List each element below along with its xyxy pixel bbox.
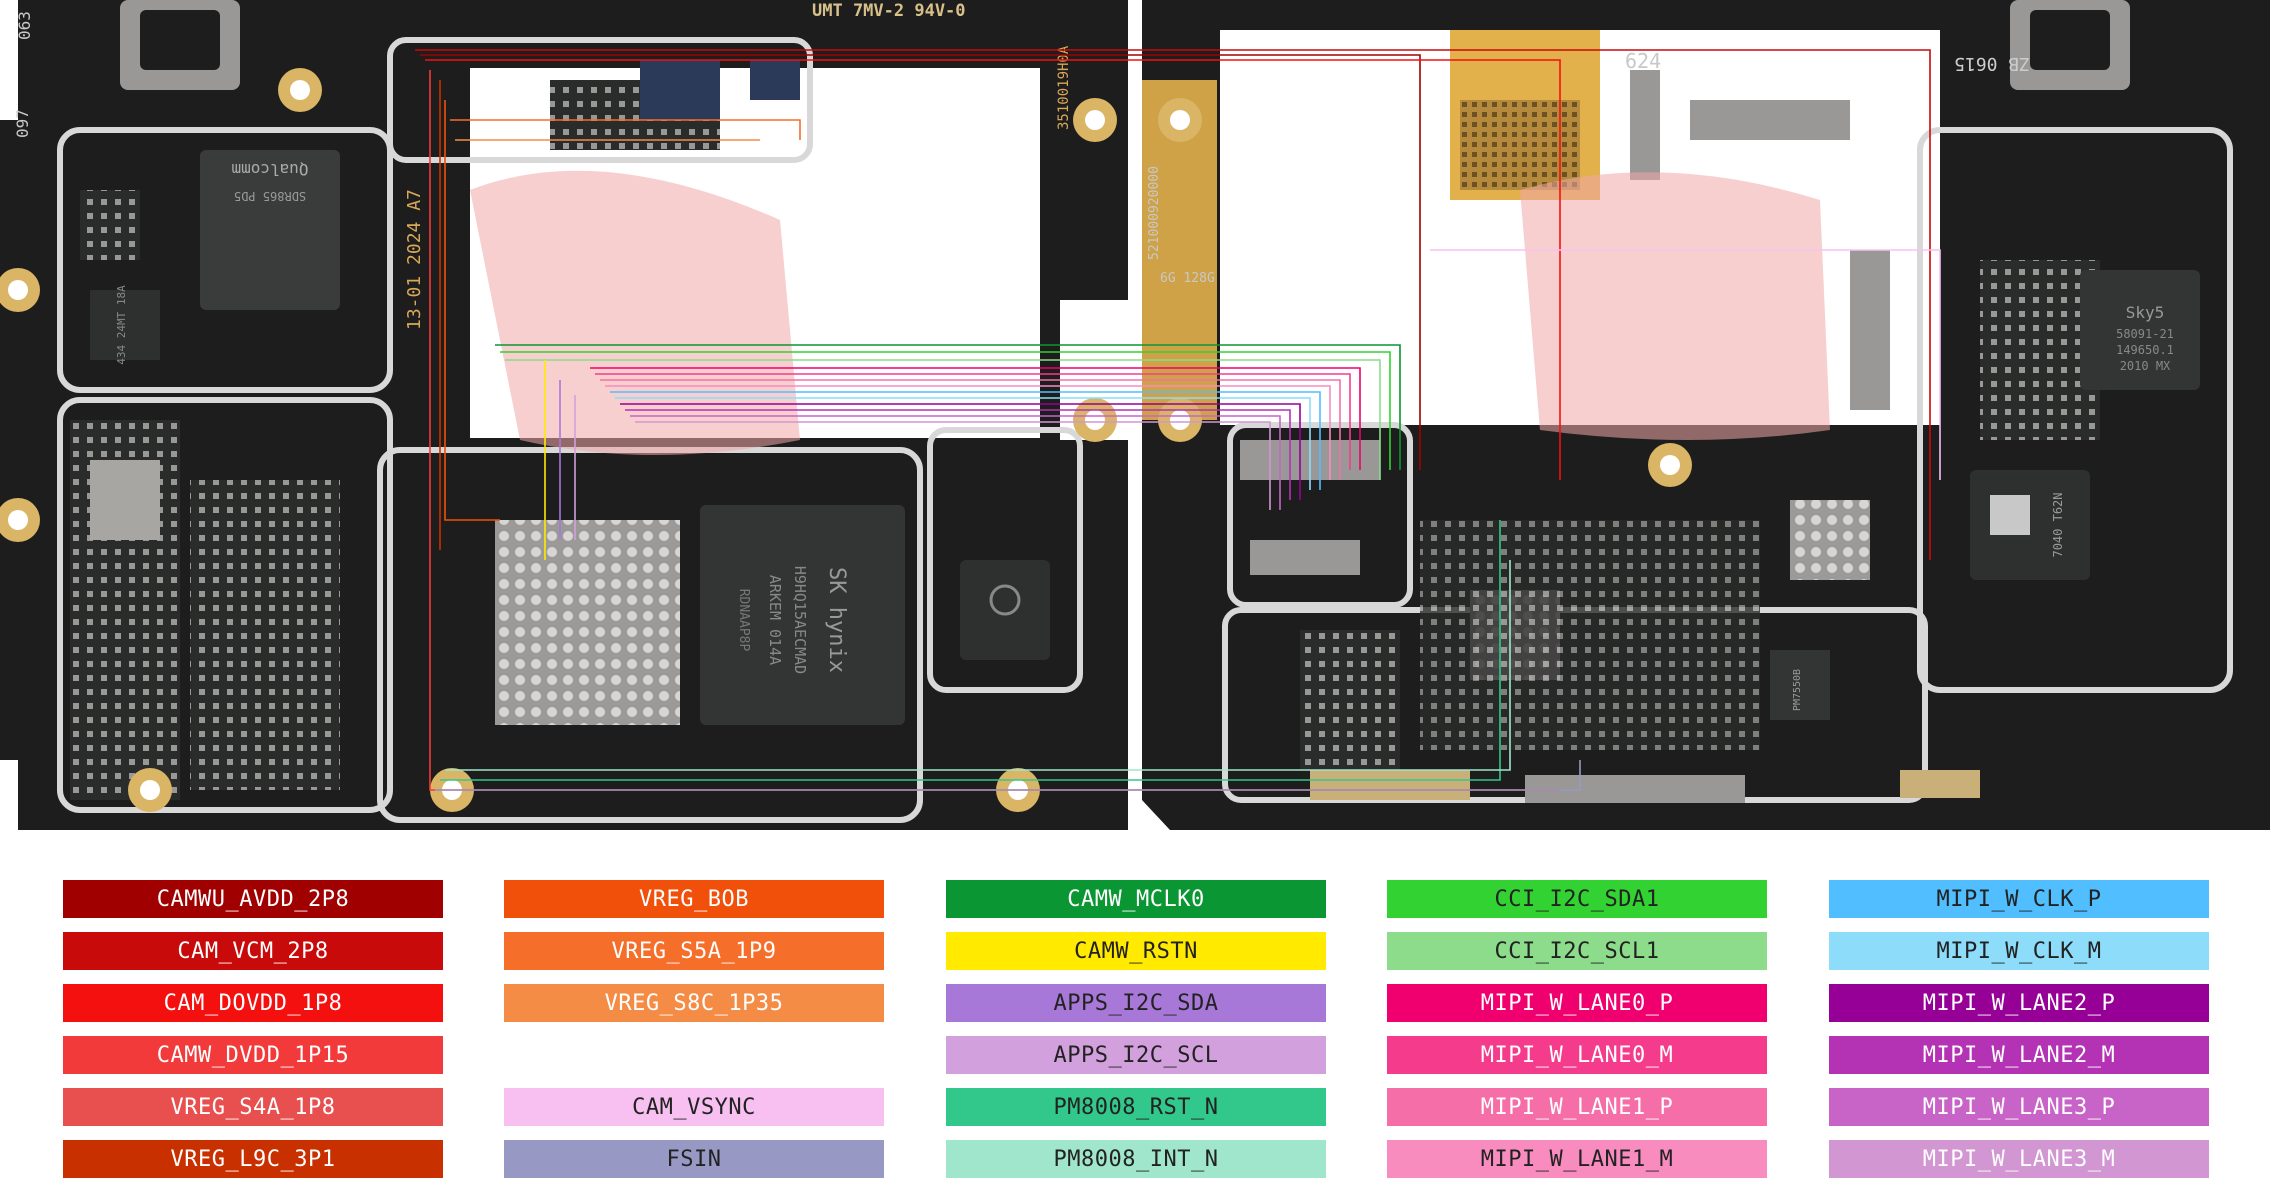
svg-text:434 24MT 18A: 434 24MT 18A: [115, 285, 128, 365]
left-side-code: 097: [13, 109, 32, 138]
vertical-code: 3510019H0A: [1056, 45, 1072, 130]
svg-text:SDR865 PD5: SDR865 PD5: [234, 189, 306, 203]
legend-item-camw-rstn: CAMW_RSTN: [946, 932, 1326, 970]
svg-text:H9HQ15AECMAD: H9HQ15AECMAD: [791, 566, 809, 674]
board-title: UMT 7MV-2 94V-0: [812, 1, 966, 21]
sky-chip-label: Sky5: [2126, 303, 2165, 322]
legend-item-mipi-w-lane3-p: MIPI_W_LANE3_P: [1829, 1088, 2209, 1126]
ram-chip: [700, 505, 905, 725]
legend-item-pm8008-int-n: PM8008_INT_N: [946, 1140, 1326, 1178]
watermark: [470, 170, 1830, 455]
svg-text:RDNAAP8P: RDNAAP8P: [736, 589, 751, 652]
legend-item-vreg-s4a-1p8: VREG_S4A_1P8: [63, 1088, 443, 1126]
legend-item-vreg-s5a-1p9: VREG_S5A_1P9: [504, 932, 884, 970]
bga-footprint: [495, 520, 680, 725]
sky-chip-part: 58091-21: [2116, 327, 2174, 341]
top-right-mark: ZB 0615: [1954, 53, 2030, 74]
legend-item-pm8008-rst-n: PM8008_RST_N: [946, 1088, 1326, 1126]
legend-item-camw-mclk0: CAMW_MCLK0: [946, 880, 1326, 918]
legend-item-camw-dvdd-1p15: CAMW_DVDD_1P15: [63, 1036, 443, 1074]
legend-item-cam-dovdd-1p8: CAM_DOVDD_1P8: [63, 984, 443, 1022]
legend-item-cam-vsync: CAM_VSYNC: [504, 1088, 884, 1126]
svg-text:SK hynix: SK hynix: [824, 567, 849, 673]
pm-chip-label: PM7550B: [1792, 669, 1803, 711]
pcb-code-right: 521000920000: [1147, 166, 1162, 260]
legend-item-vreg-s8c-1p35: VREG_S8C_1P35: [504, 984, 884, 1022]
top-left-code: 063: [15, 11, 34, 40]
legend-item-apps-i2c-sda: APPS_I2C_SDA: [946, 984, 1326, 1022]
legend-item-mipi-w-lane0-p: MIPI_W_LANE0_P: [1387, 984, 1767, 1022]
svg-text:ARKEM 014A: ARKEM 014A: [766, 575, 784, 665]
legend-item-mipi-w-clk-m: MIPI_W_CLK_M: [1829, 932, 2209, 970]
date-text: 13-01 2024 A7: [404, 189, 425, 330]
soc-brand-text: Qualcomm: [231, 160, 308, 179]
legend-item-mipi-w-lane1-m: MIPI_W_LANE1_M: [1387, 1140, 1767, 1178]
ref-624: 624: [1625, 49, 1661, 73]
sky-chip-line2: 149650.1: [2116, 343, 2174, 357]
legend-item-fsin: FSIN: [504, 1140, 884, 1178]
legend-item-vreg-l9c-3p1: VREG_L9C_3P1: [63, 1140, 443, 1178]
legend-item-cci-i2c-sda1: CCI_I2C_SDA1: [1387, 880, 1767, 918]
legend-item-mipi-w-lane0-m: MIPI_W_LANE0_M: [1387, 1036, 1767, 1074]
legend-item-vreg-bob: VREG_BOB: [504, 880, 884, 918]
legend-item-mipi-w-lane1-p: MIPI_W_LANE1_P: [1387, 1088, 1767, 1126]
legend-item-cci-i2c-scl1: CCI_I2C_SCL1: [1387, 932, 1767, 970]
legend-item-mipi-w-lane2-m: MIPI_W_LANE2_M: [1829, 1036, 2209, 1074]
legend-item-mipi-w-lane3-m: MIPI_W_LANE3_M: [1829, 1140, 2209, 1178]
soc-chip: [200, 150, 340, 310]
chip-7040-label: 7040 T62N: [2051, 492, 2065, 557]
signal-traces: [415, 49, 1941, 791]
legend-item-camwu-avdd-2p8: CAMWU_AVDD_2P8: [63, 880, 443, 918]
sky-chip-line3: 2010 MX: [2120, 359, 2171, 373]
ref-6g: 6G 128G: [1160, 271, 1215, 286]
legend-item-cam-vcm-2p8: CAM_VCM_2P8: [63, 932, 443, 970]
pcb-board-diagram: Qualcomm SDR865 PD5 434 24MT 18A SK hyni…: [0, 0, 2270, 830]
right-board: Sky5 58091-21 149650.1 2010 MX 7040 T62N…: [1142, 0, 2270, 830]
legend-item-mipi-w-lane2-p: MIPI_W_LANE2_P: [1829, 984, 2209, 1022]
legend-item-mipi-w-clk-p: MIPI_W_CLK_P: [1829, 880, 2209, 918]
legend-item-apps-i2c-scl: APPS_I2C_SCL: [946, 1036, 1326, 1074]
